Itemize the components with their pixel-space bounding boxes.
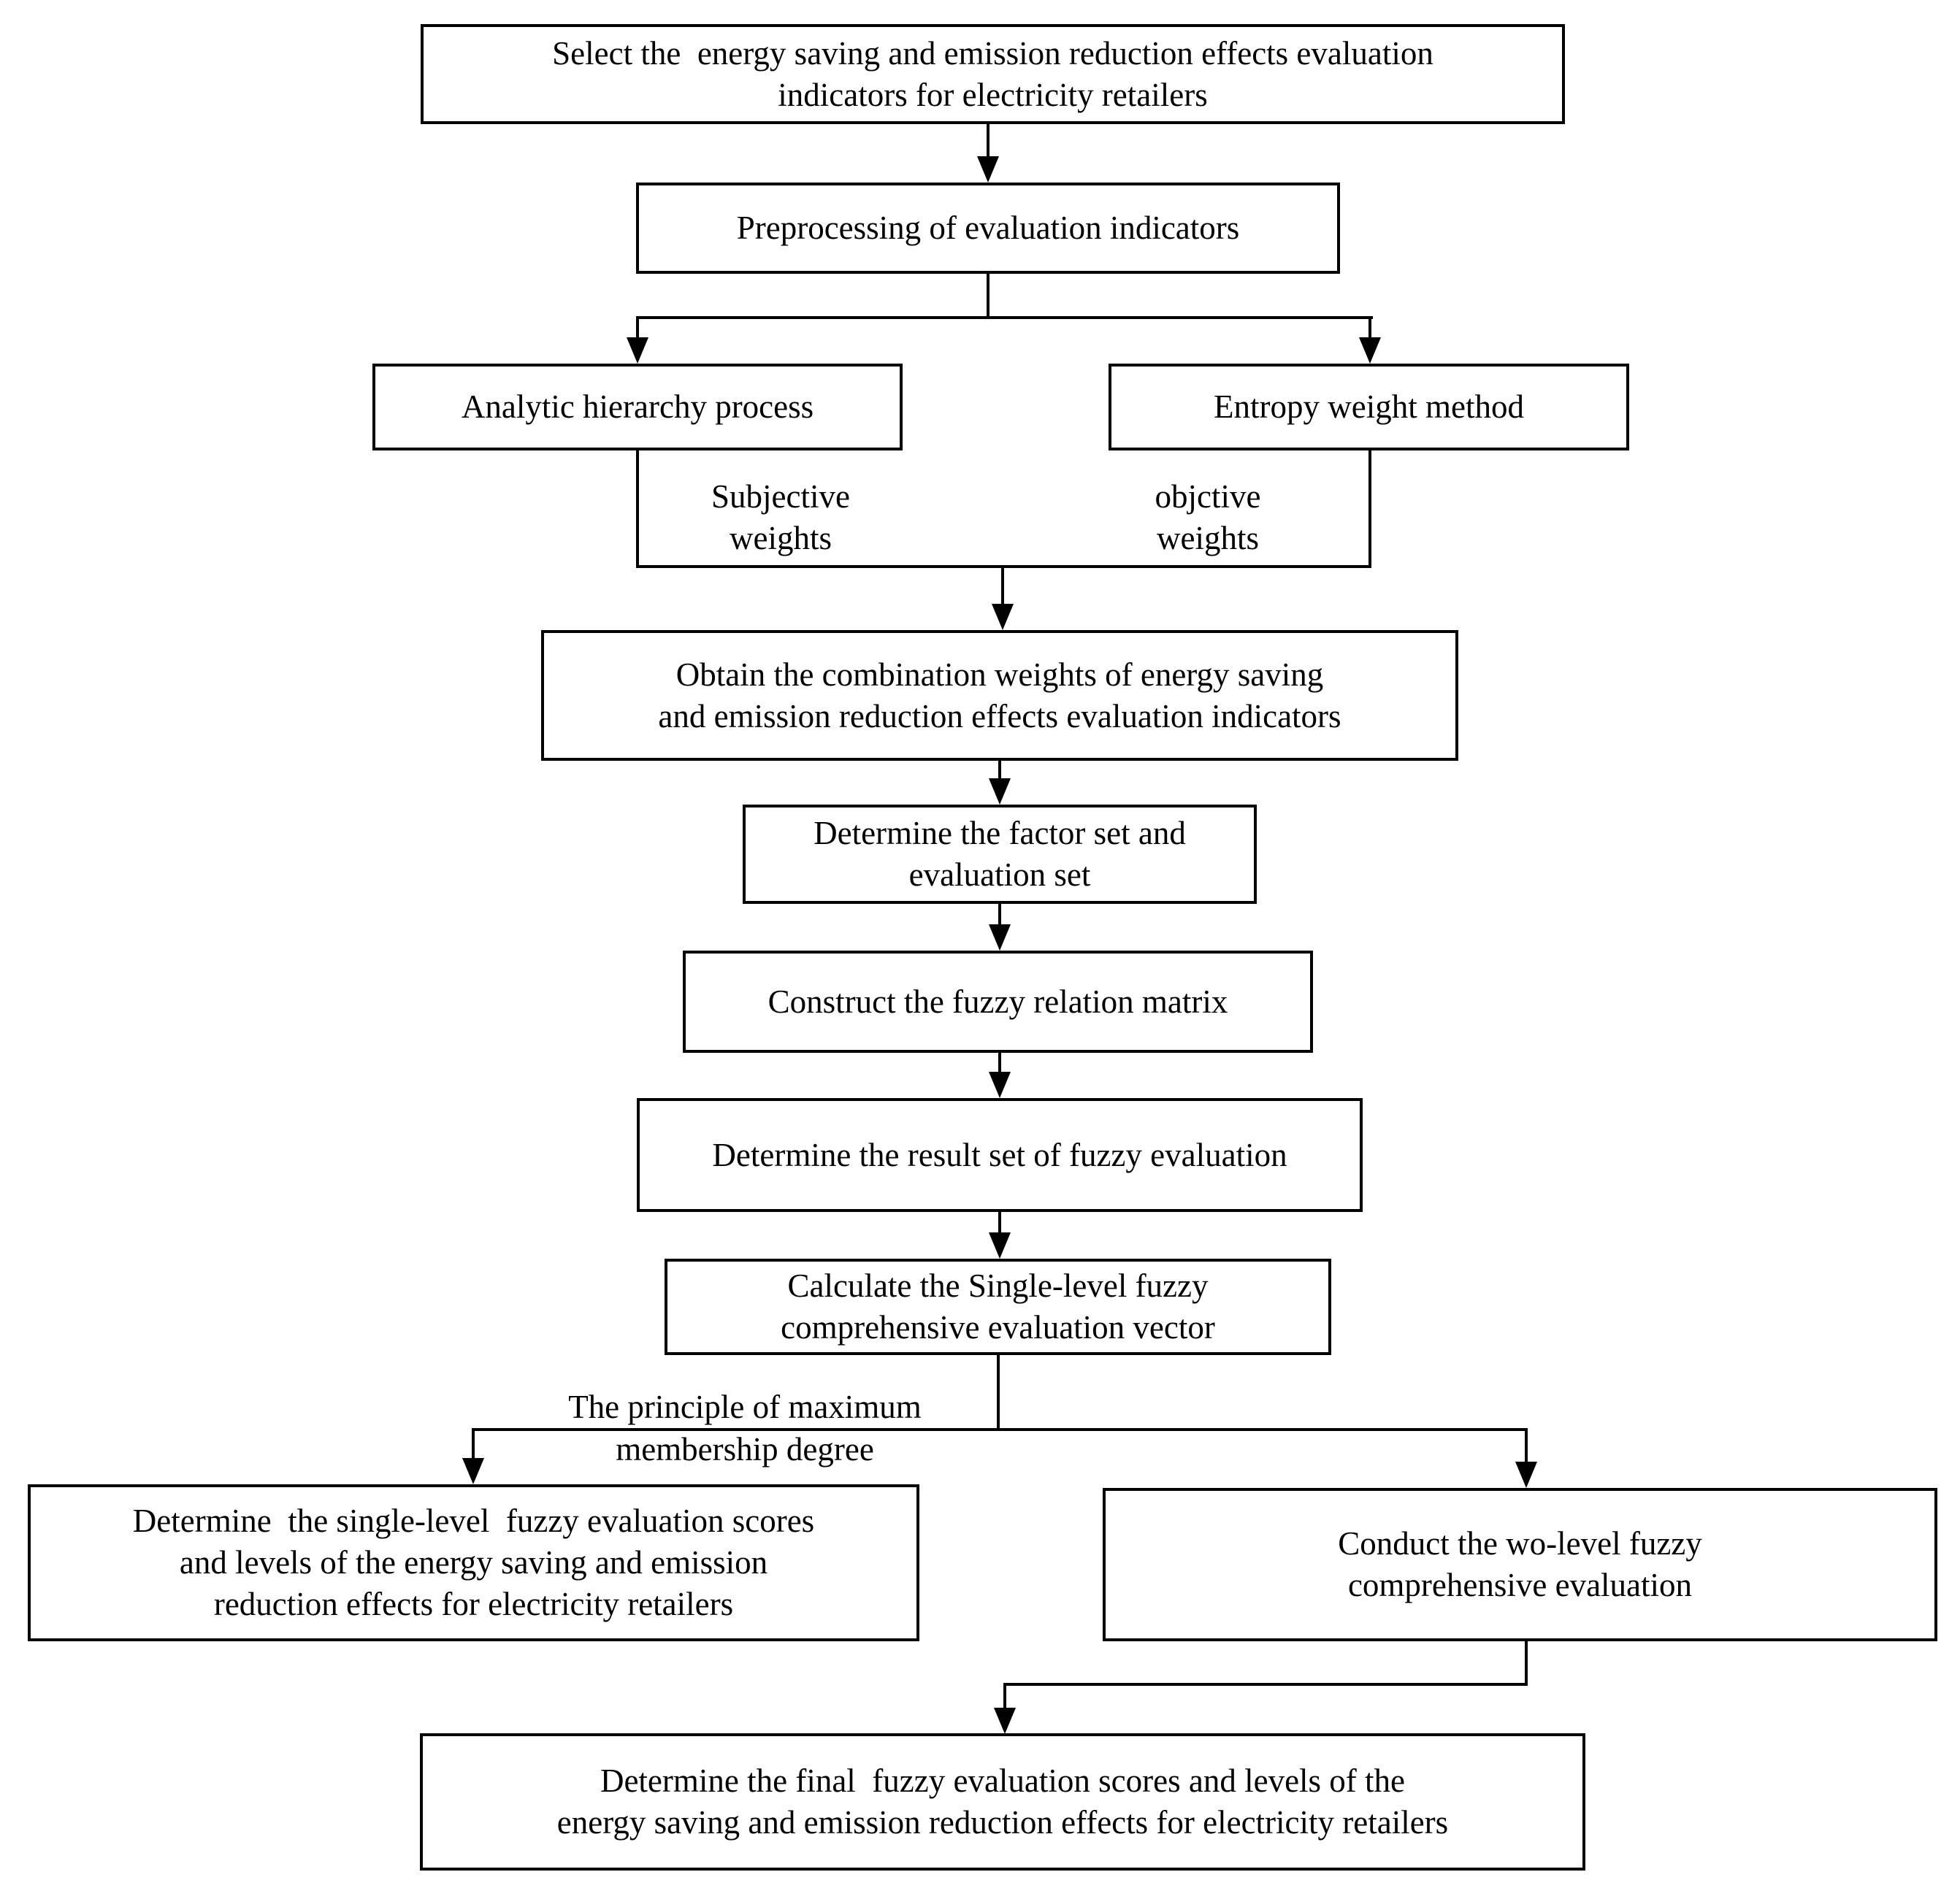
line-merge-horizontal bbox=[636, 565, 1371, 568]
node-preprocessing: Preprocessing of evaluation indicators bbox=[636, 183, 1340, 274]
arrow-into-factor-icon bbox=[989, 778, 1011, 805]
line-split-to-ahp bbox=[636, 319, 639, 341]
line-result-to-vector bbox=[998, 1212, 1001, 1237]
line-factor-to-matrix bbox=[998, 904, 1001, 929]
node-fuzzy-result-set: Determine the result set of fuzzy evalua… bbox=[637, 1098, 1363, 1212]
arrow-into-final-icon bbox=[994, 1708, 1016, 1734]
arrow-into-entropy-icon bbox=[1359, 337, 1381, 364]
line-entropy-to-merge bbox=[1368, 450, 1371, 568]
line-split2-horizontal bbox=[472, 1428, 1528, 1431]
line-combination-to-factor bbox=[998, 761, 1001, 783]
node-entropy-weight: Entropy weight method bbox=[1109, 364, 1629, 450]
arrow-into-combination-icon bbox=[992, 604, 1014, 630]
line-split-to-entropy bbox=[1368, 319, 1371, 341]
line-select-to-preprocessing bbox=[987, 124, 989, 161]
label-subjective-weights: Subjective weights bbox=[711, 478, 850, 556]
label-objective-weights: objctive weights bbox=[1155, 478, 1261, 556]
node-single-level-vector: Calculate the Single-level fuzzy compreh… bbox=[665, 1259, 1331, 1355]
line-split2-to-single-scores bbox=[472, 1431, 475, 1462]
line-two-level-horizontal bbox=[1003, 1683, 1528, 1686]
line-two-level-down bbox=[1525, 1641, 1528, 1686]
line-preprocessing-to-split bbox=[987, 274, 989, 316]
arrow-into-ahp-icon bbox=[627, 337, 648, 364]
line-ahp-to-merge bbox=[636, 450, 639, 568]
line-vector-to-split2 bbox=[997, 1355, 1000, 1431]
arrow-into-matrix-icon bbox=[989, 924, 1011, 951]
node-single-level-scores: Determine the single-level fuzzy evaluat… bbox=[28, 1484, 919, 1641]
node-fuzzy-relation-matrix: Construct the fuzzy relation matrix bbox=[683, 951, 1313, 1053]
node-factor-set: Determine the factor set and evaluation … bbox=[743, 805, 1257, 904]
node-two-level-evaluation: Conduct the wo-level fuzzy comprehensive… bbox=[1103, 1488, 1937, 1641]
arrow-into-vector-icon bbox=[989, 1232, 1011, 1259]
label-max-membership-principle: The principle of maximum membership degr… bbox=[568, 1389, 922, 1468]
arrow-into-result-icon bbox=[989, 1072, 1011, 1098]
node-combination-weights: Obtain the combination weights of energy… bbox=[541, 630, 1458, 761]
arrow-into-single-scores-icon bbox=[462, 1458, 484, 1484]
line-matrix-to-result bbox=[998, 1053, 1001, 1076]
line-into-final-vertical bbox=[1003, 1686, 1006, 1711]
node-ahp: Analytic hierarchy process bbox=[372, 364, 903, 450]
arrow-into-two-level-icon bbox=[1515, 1462, 1537, 1488]
node-final-scores: Determine the final fuzzy evaluation sco… bbox=[420, 1733, 1585, 1871]
line-merge-to-combination bbox=[1001, 568, 1004, 608]
arrow-into-preprocessing-icon bbox=[977, 156, 999, 183]
line-split2-to-two-level bbox=[1525, 1431, 1528, 1466]
line-split-horizontal bbox=[636, 316, 1373, 319]
node-select-indicators: Select the energy saving and emission re… bbox=[421, 24, 1565, 124]
